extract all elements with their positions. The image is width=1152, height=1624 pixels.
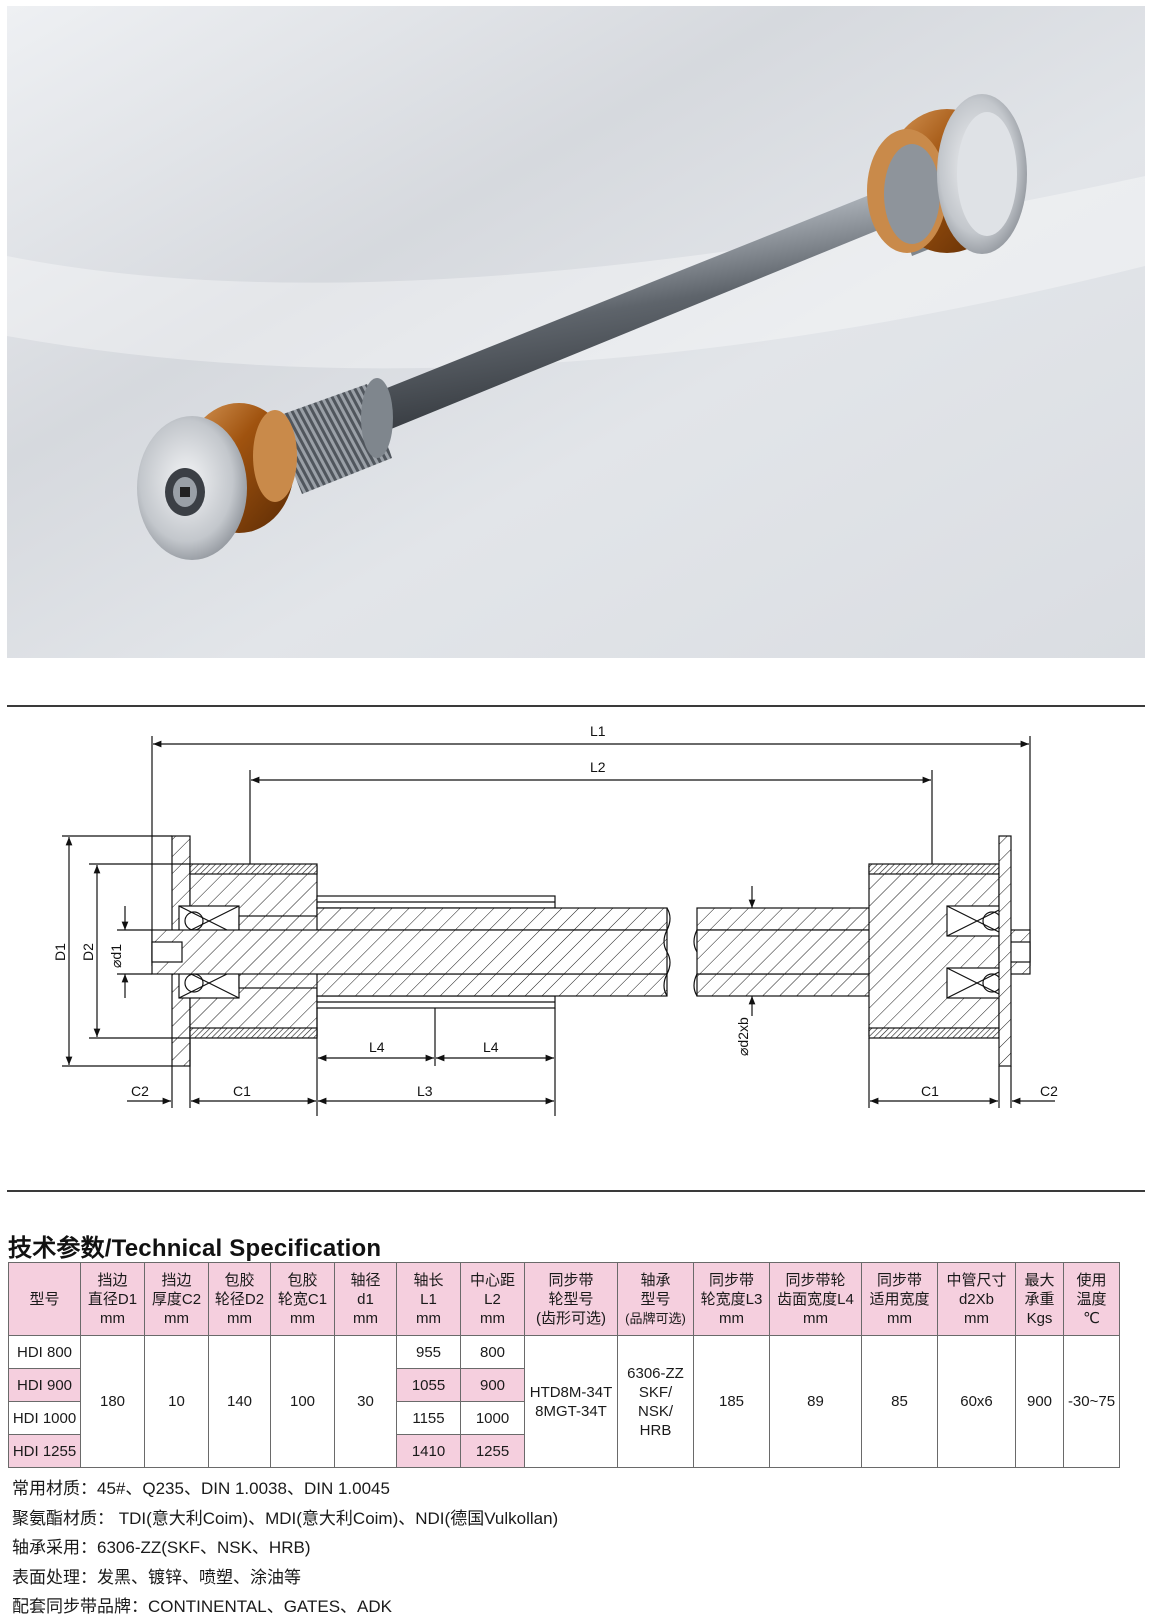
dim-L2: L2: [590, 759, 606, 775]
header-pulley-type: 同步带轮型号(齿形可选): [524, 1262, 618, 1336]
spec-title: 技术参数/Technical Specification: [8, 1235, 382, 1262]
cell-L1: 955: [396, 1335, 461, 1369]
cell-L1: 1055: [396, 1368, 461, 1402]
cell-L1: 1410: [396, 1434, 461, 1468]
dim-C2-right: C2: [1040, 1083, 1058, 1099]
header-temperature: 使用温度℃: [1063, 1262, 1120, 1336]
cell-model: HDI 1000: [8, 1401, 81, 1435]
cell-max-load: 900: [1015, 1335, 1064, 1468]
divider-bottom: [7, 1190, 1145, 1192]
dim-C2-left: C2: [131, 1083, 149, 1099]
dim-L1: L1: [590, 723, 606, 739]
product-render: [7, 6, 1145, 658]
dim-C1-right: C1: [921, 1083, 939, 1099]
cell-D2: 140: [208, 1335, 271, 1468]
cell-d1: 30: [334, 1335, 397, 1468]
divider-top: [7, 705, 1145, 707]
cell-L2: 800: [460, 1335, 525, 1369]
cell-L2: 1255: [460, 1434, 525, 1468]
technical-drawing: L1 L2 L4 L4 L3 C1 C2 C1 C2 D1 D2 ⌀d1 ⌀d2…: [7, 716, 1145, 1162]
dim-d1: ⌀d1: [108, 944, 124, 968]
cell-L2: 900: [460, 1368, 525, 1402]
cell-L1: 1155: [396, 1401, 461, 1435]
note-surface: 表面处理：发黑、镀锌、喷塑、涂油等: [12, 1567, 301, 1587]
table-row: HDI 1000 1155 1000: [8, 1401, 1120, 1435]
drawing-svg: L1 L2 L4 L4 L3 C1 C2 C1 C2 D1 D2 ⌀d1 ⌀d2…: [52, 723, 1058, 1116]
note-urethane: 聚氨酯材质： TDI(意大利Coim)、MDI(意大利Coim)、NDI(德国V…: [12, 1508, 559, 1528]
header-model: 型号: [8, 1262, 81, 1336]
dim-D1: D1: [52, 943, 68, 961]
note-belt-brand: 配套同步带品牌：CONTINENTAL、GATES、ADK: [12, 1597, 393, 1616]
note-material: 常用材质：45#、Q235、DIN 1.0038、DIN 1.0045: [12, 1479, 390, 1498]
cell-L3: 185: [693, 1335, 770, 1468]
cell-C1: 100: [270, 1335, 335, 1468]
dim-d2xb: ⌀d2xb: [735, 1017, 751, 1056]
table-row: HDI 800 180 10 140 100 30 955 800 HTD8M-…: [8, 1335, 1120, 1468]
cell-L2: 1000: [460, 1401, 525, 1435]
table-row: HDI 900 1055 900: [8, 1368, 1120, 1402]
cell-temperature: -30~75: [1063, 1335, 1120, 1468]
cell-model: HDI 1255: [8, 1434, 81, 1468]
cell-L4: 89: [769, 1335, 862, 1468]
cell-D1: 180: [80, 1335, 145, 1468]
dim-L4-right: L4: [483, 1039, 499, 1055]
left-end-assembly: [137, 378, 393, 560]
roller-render-svg: [7, 6, 1145, 658]
dim-L4-left: L4: [369, 1039, 385, 1055]
dim-D2: D2: [80, 943, 96, 961]
dim-L3: L3: [417, 1083, 433, 1099]
dim-C1-left: C1: [233, 1083, 251, 1099]
cell-model: HDI 800: [8, 1335, 81, 1369]
right-end-assembly: [867, 94, 1027, 256]
material-notes: 常用材质：45#、Q235、DIN 1.0038、DIN 1.0045 聚氨酯材…: [12, 1474, 558, 1622]
note-bearing: 轴承采用：6306-ZZ(SKF、NSK、HRB): [12, 1538, 311, 1557]
header-bearing: 轴承型号(品牌可选): [617, 1262, 694, 1336]
cell-belt-width: 85: [861, 1335, 938, 1468]
cell-model: HDI 900: [8, 1368, 81, 1402]
cell-tube: 60x6: [937, 1335, 1016, 1468]
cell-C2: 10: [144, 1335, 209, 1468]
table-row: HDI 1255 1410 1255: [8, 1434, 1120, 1468]
